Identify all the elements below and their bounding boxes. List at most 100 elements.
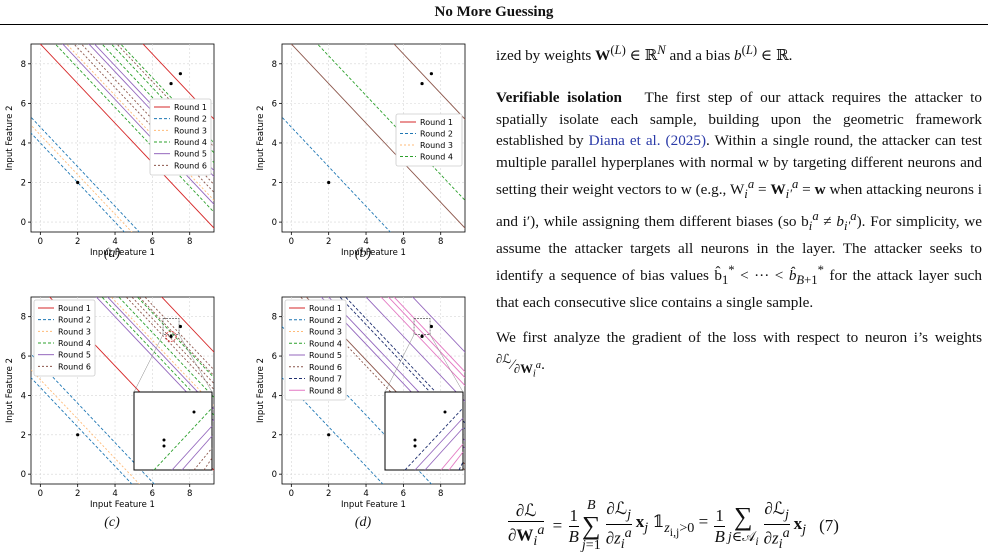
y-tick-label: 8 [21,60,26,70]
zoom-connector [133,334,164,393]
legend-entry: Round 1 [309,304,342,313]
x-tick-label: 4 [112,489,117,499]
y-tick-label: 0 [272,470,277,480]
legend-entry: Round 5 [174,150,207,159]
y-tick-label: 2 [21,431,26,441]
x-tick-label: 8 [438,489,443,499]
y-axis-label: Input Feature 2 [5,106,15,171]
data-point [76,433,80,437]
para-isolation: Verifiable isolation The first step of o… [496,88,982,311]
zoom-region [162,318,180,335]
y-tick-label: 4 [272,139,277,149]
y-tick-label: 8 [21,313,26,323]
zoom-region [413,318,431,335]
hyperplane-line [305,297,465,465]
hyperplane-line [49,297,214,471]
legend-entry: Round 3 [174,126,207,135]
hyperplane-line [106,297,214,410]
hyperplane-line [290,44,465,229]
inset-point [413,444,417,448]
x-axis-label: Input Feature 1 [341,500,406,510]
inset-point [413,438,417,442]
legend-entry: Round 4 [58,339,91,348]
hyperplane-line [320,297,465,450]
citation-link[interactable]: Diana et al. (2025) [588,132,707,150]
legend-box [395,113,463,167]
x-tick-label: 2 [326,489,331,499]
zoom-inset [133,391,213,471]
hyperplane-line [116,44,214,148]
highlight-ring [165,330,177,342]
y-axis-label: Input Feature 2 [5,358,15,423]
legend-entry: Round 2 [58,316,91,325]
legend-box [149,98,212,176]
x-tick-label: 6 [150,237,155,247]
y-tick-label: 2 [272,179,277,189]
hyperplane-line [144,297,214,371]
y-axis-label: Input Feature 2 [256,106,266,171]
data-point [420,334,424,338]
hyperplane-line [412,297,465,353]
legend-entry: Round 1 [420,118,453,127]
y-tick-label: 4 [21,139,26,149]
x-tick-label: 0 [38,237,43,247]
hyperplane-line [54,44,214,213]
y-tick-label: 2 [21,179,26,189]
y-tick-label: 6 [272,99,277,109]
x-tick-label: 2 [75,237,80,247]
inset-line [440,443,464,471]
header-rule [0,24,988,25]
data-point [327,433,331,437]
data-point [178,72,182,76]
legend-entry: Round 1 [174,103,207,112]
zoom-connector [429,334,464,393]
y-tick-label: 0 [21,218,26,228]
legend-entry: Round 6 [309,363,342,372]
data-point [76,180,80,185]
data-point [420,81,424,86]
legend-entry: Round 3 [309,328,342,337]
legend-entry: Round 8 [309,386,342,395]
hyperplane-line [316,44,465,201]
hyperplane-line [380,297,465,387]
y-tick-label: 4 [21,391,26,401]
legend-entry: Round 3 [58,327,91,336]
running-header: No More Guessing [434,4,554,20]
inset-point [192,410,196,414]
legend-entry: Round 2 [309,316,342,325]
y-tick-label: 2 [272,431,277,441]
hyperplane-line [62,44,214,205]
data-point [169,334,173,338]
hyperplane-line [328,297,465,442]
inset-line [404,407,464,471]
hyperplane-line [39,44,214,229]
legend-entry: Round 6 [58,362,91,371]
inset-line [203,457,213,471]
x-tick-label: 6 [401,237,406,247]
caption-a: (a) [103,246,121,261]
inset-line [153,407,213,471]
hyperplane-line [387,297,465,379]
y-tick-label: 4 [272,391,277,401]
para-intro: ized by weights W(L) ∈ ℝN and a bias b(L… [496,43,793,65]
y-tick-label: 8 [272,313,277,323]
inset-line [181,435,213,471]
legend-entry: Round 2 [174,115,207,124]
inset-line [424,427,464,471]
hyperplane-line [120,44,214,144]
legend-entry: Round 6 [174,161,207,170]
hyperplanes [282,44,465,232]
legend-entry: Round 4 [174,138,207,147]
hyperplane-line [136,297,214,379]
y-tick-label: 6 [21,99,26,109]
inset-point [162,444,166,448]
x-tick-label: 2 [326,237,331,247]
x-tick-label: 4 [363,237,368,247]
x-tick-label: 6 [150,489,155,499]
y-tick-label: 0 [272,218,277,228]
